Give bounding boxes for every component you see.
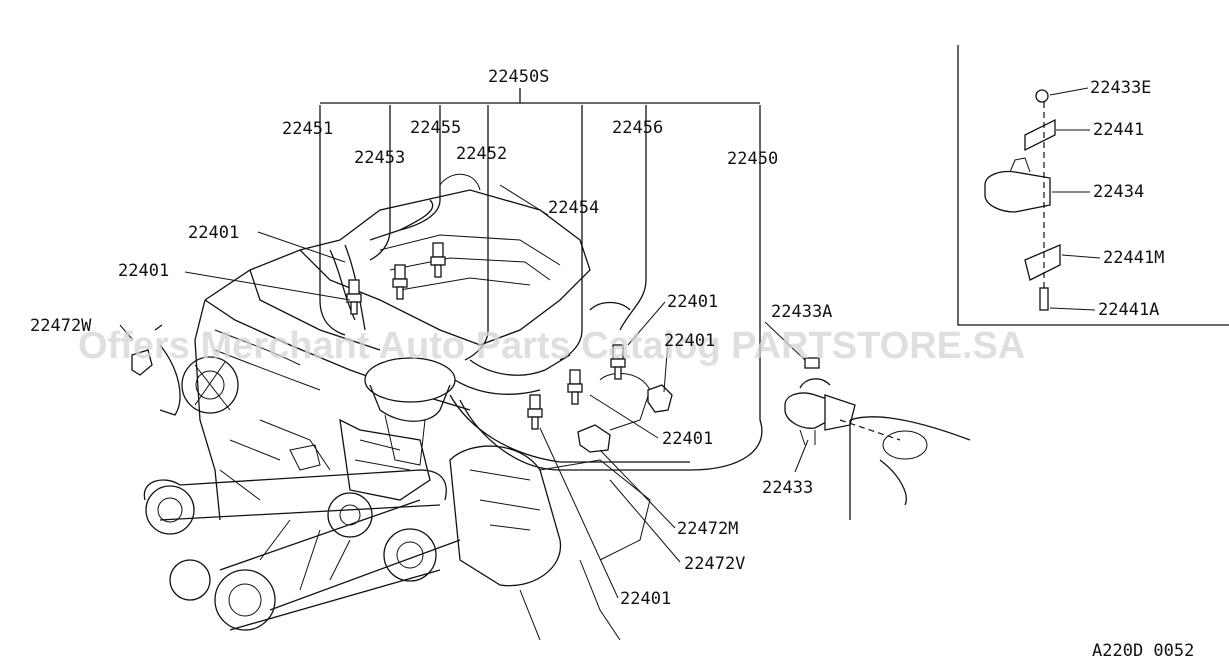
ignition-coil [784, 357, 856, 446]
wire-clip [647, 384, 673, 413]
part-label-22401-b[interactable]: 22401 [118, 261, 169, 281]
diagram-code: A220D 0052 [1092, 641, 1194, 661]
part-label-22433[interactable]: 22433 [762, 478, 813, 498]
leader-lines [119, 87, 1101, 599]
part-label-22453[interactable]: 22453 [354, 148, 405, 168]
part-label-22472W[interactable]: 22472W [30, 316, 92, 336]
part-label-22401-f[interactable]: 22401 [620, 589, 671, 609]
wire-clip [577, 424, 611, 453]
part-label-22401-e[interactable]: 22401 [662, 429, 713, 449]
part-label-22472M[interactable]: 22472M [677, 519, 738, 539]
wire-set-bracket [320, 88, 760, 104]
part-label-22433A[interactable]: 22433A [771, 302, 832, 322]
spark-plug [430, 242, 446, 278]
part-label-22441M[interactable]: 22441M [1103, 248, 1164, 268]
wire-clip [131, 349, 153, 376]
spark-plug [527, 394, 543, 430]
spark-plug [346, 279, 362, 315]
spark-plug [567, 369, 583, 405]
watermark: Offers Merchant Auto Parts Catalog PARTS… [78, 325, 1025, 367]
inset-exploded-coil [984, 89, 1061, 311]
spark-plug [610, 344, 626, 380]
part-label-22450S[interactable]: 22450S [488, 67, 549, 87]
part-label-22401-d[interactable]: 22401 [664, 331, 715, 351]
part-label-22456[interactable]: 22456 [612, 118, 663, 138]
part-label-22434[interactable]: 22434 [1093, 182, 1144, 202]
part-label-22441A[interactable]: 22441A [1098, 300, 1159, 320]
spark-plug-group [346, 242, 626, 430]
engine-illustration [143, 173, 651, 641]
part-label-22472V[interactable]: 22472V [684, 554, 745, 574]
coil-mount-hole [882, 430, 928, 460]
part-label-22433E[interactable]: 22433E [1090, 78, 1151, 98]
wire-clip-bracket [154, 324, 181, 416]
part-label-22451[interactable]: 22451 [282, 119, 333, 139]
part-label-22455[interactable]: 22455 [410, 118, 461, 138]
part-label-22452[interactable]: 22452 [456, 144, 507, 164]
part-label-22450[interactable]: 22450 [727, 149, 778, 169]
coil-mount-surface [849, 416, 971, 520]
part-label-22401-c[interactable]: 22401 [667, 292, 718, 312]
ignition-wires [319, 105, 763, 471]
inset-frame [957, 45, 1229, 326]
spark-plug [392, 264, 408, 300]
part-label-22401-a[interactable]: 22401 [188, 223, 239, 243]
part-labels: 22450S 22451 22455 22453 22452 22456 224… [30, 67, 1164, 609]
part-label-22454[interactable]: 22454 [548, 198, 599, 218]
part-label-22441[interactable]: 22441 [1093, 120, 1144, 140]
